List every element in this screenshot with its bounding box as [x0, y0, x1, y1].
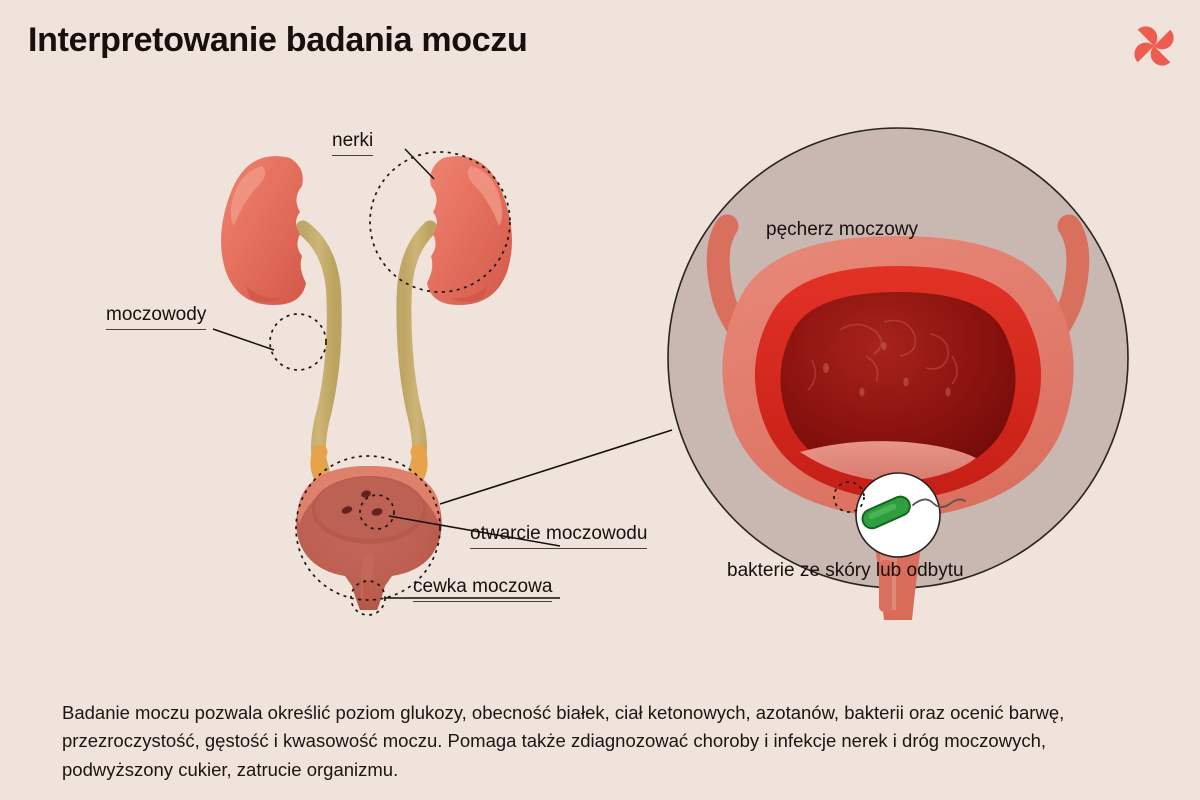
label-kidneys: nerki: [332, 130, 374, 156]
leader-moczowody: [212, 328, 275, 351]
kidney-right: [427, 156, 512, 305]
highlight-circle-ureter: [269, 313, 327, 371]
magnified-bladder-view: [667, 127, 1129, 620]
description-paragraph: Badanie moczu pozwala określić poziom gl…: [62, 701, 1065, 780]
bacterium-flagellum: [912, 498, 966, 508]
page-title: Interpretowanie badania moczu: [28, 21, 528, 59]
highlight-circle-kidney: [369, 151, 511, 293]
leader-otwarcie: [388, 515, 561, 547]
leader-lines-left: [212, 148, 561, 599]
label-ureteral-opening: otwarcie moczowodu: [470, 523, 648, 549]
leader-nerki: [404, 148, 435, 180]
highlight-circle-ureteral-opening: [359, 494, 395, 530]
magnifier-connector-line: [439, 429, 673, 505]
kidney-left: [221, 156, 306, 305]
bladder-small: [296, 466, 442, 610]
highlight-circle-bladder: [295, 455, 441, 601]
bacteria-inset: [833, 472, 966, 558]
label-ureters: moczowody: [106, 304, 207, 330]
highlight-circle-bacteria-source: [833, 481, 865, 513]
label-urethra: cewka moczowa: [413, 576, 553, 602]
label-bacteria: bakterie ze skóry lub odbytu: [727, 560, 964, 581]
label-bladder: pęcherz moczowy: [766, 219, 919, 240]
clover-logo: [1124, 18, 1184, 74]
ureter-tubes: [295, 220, 438, 486]
urine-pool: [800, 441, 976, 482]
bladder-cavity: [780, 292, 1016, 488]
